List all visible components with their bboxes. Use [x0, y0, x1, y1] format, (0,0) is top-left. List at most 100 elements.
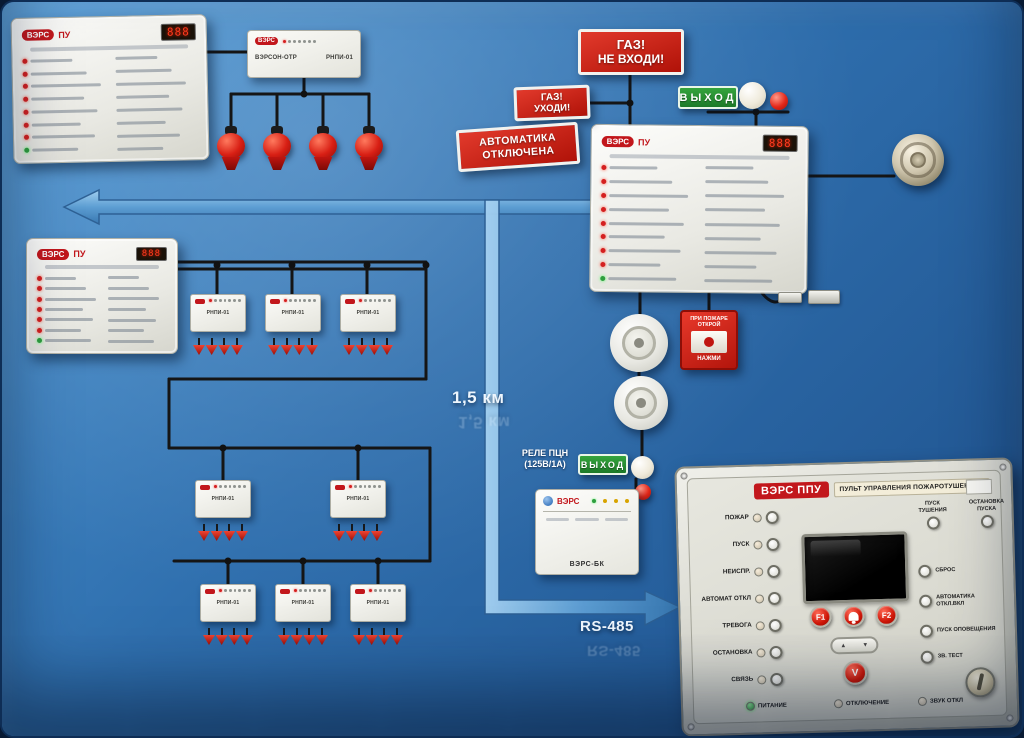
- rnpi-module: РНПИ-01: [190, 294, 246, 355]
- module-cap: [271, 126, 283, 135]
- f1-button: F1: [809, 605, 832, 629]
- label-bar: [704, 222, 781, 227]
- indicator-row: [22, 57, 103, 64]
- led-indicator: [378, 589, 382, 592]
- sprinkler-icon: [378, 628, 391, 645]
- indicator-row: [23, 108, 104, 115]
- console-header: ВЭРС ППУ ПУЛЬТ УПРАВЛЕНИЯ ПОЖАРОТУШЕНИЕМ: [753, 477, 991, 500]
- screw: [999, 463, 1007, 471]
- label-bar: [31, 134, 96, 139]
- led-indicator: [209, 299, 212, 302]
- label-bar: [608, 249, 681, 254]
- led-indicator: [214, 485, 217, 488]
- screw: [687, 723, 695, 731]
- indicator-label: ПИТАНИЕ: [757, 702, 787, 710]
- distance-label: 1,5 км: [452, 388, 505, 407]
- module-label: ВЭРСОН-ОТР РНПИ-01: [255, 55, 353, 61]
- sign-automation-off: АВТОМАТИКА ОТКЛЮЧЕНА: [455, 121, 581, 173]
- sprinkler-icon: [228, 628, 241, 645]
- led-indicator: [308, 589, 312, 592]
- label-bar: [115, 55, 158, 60]
- indicator-column: [37, 274, 96, 345]
- indicator-row: [601, 164, 693, 171]
- ppu-console: ВЭРС ППУ ПУЛЬТ УПРАВЛЕНИЯ ПОЖАРОТУШЕНИЕМ…: [674, 457, 1020, 736]
- sprinkler-head: [230, 345, 243, 355]
- indicator-link: СВЯЗЬ: [699, 672, 784, 688]
- fire-suppression-module: [262, 126, 292, 172]
- sprinkler-stem: [223, 338, 226, 345]
- round-button: [920, 650, 934, 664]
- led-indicator: [223, 589, 227, 592]
- round-button: [765, 510, 779, 525]
- led-indicator: [378, 485, 382, 488]
- indicator-row: [115, 55, 196, 60]
- indicator-row: [601, 178, 693, 185]
- led-indicator: [754, 594, 765, 604]
- sprinkler-icon: [205, 338, 218, 355]
- sprinkler-row: [275, 628, 331, 645]
- led-indicator: [37, 286, 42, 292]
- key-switch: [965, 666, 996, 698]
- module-nozzle: [267, 157, 287, 170]
- rnpi-label: РНПИ-01: [291, 600, 315, 606]
- call-point-plate: [691, 331, 727, 353]
- sprinkler-icon: [358, 524, 371, 541]
- indicator-row: [24, 146, 105, 153]
- rnpi-module: РНПИ-01: [265, 294, 321, 355]
- indicator-row: [37, 306, 96, 312]
- vers-logo: ВЭРС: [21, 29, 55, 41]
- led-indicator: [37, 276, 42, 281]
- led-indicator: [313, 299, 317, 302]
- button-label: АВТОМАТИКА ОТКЛ.ВКЛ: [935, 593, 975, 608]
- module-name: ВЭРСОН-ОТР: [255, 55, 297, 61]
- led-indicator: [308, 299, 312, 302]
- rnpi-label: РНПИ-01: [216, 600, 240, 606]
- launch-controls: ПУСК ТУШЕНИЯ ОСТАНОВКА ПУСКА: [910, 498, 1009, 531]
- indicator-power: ПИТАНИЕ: [745, 701, 787, 711]
- vers-logo: ВЭРС: [37, 248, 70, 260]
- rnpi-led-strip: [349, 485, 382, 488]
- led-indicator: [600, 220, 606, 226]
- sprinkler-head: [358, 531, 371, 541]
- led-indicator: [363, 485, 367, 488]
- led-indicator: [353, 485, 357, 488]
- sprinkler-stem: [285, 338, 288, 345]
- sprinkler-head: [368, 345, 381, 355]
- led-indicator: [388, 299, 392, 302]
- call-point-text: ПРИ ПОЖАРЕ: [690, 316, 728, 322]
- sprinkler-icon: [210, 524, 223, 541]
- led-indicator: [378, 299, 382, 302]
- indicator-label: НЕИСПР.: [722, 567, 751, 576]
- indicator-row: [22, 83, 104, 90]
- text-column: [115, 53, 198, 153]
- rnpi-label: РНПИ-01: [346, 496, 370, 502]
- sprinkler-stem: [363, 524, 366, 531]
- sprinkler-head: [333, 531, 345, 541]
- indicator-row: [108, 339, 167, 343]
- label-bar: [609, 193, 689, 198]
- screw: [1006, 714, 1014, 722]
- indicator-row: [705, 166, 797, 170]
- led-indicator: [297, 39, 301, 43]
- indicator-disable: ОТКЛЮЧЕНИЕ: [833, 698, 889, 709]
- sprinkler-stem: [203, 524, 205, 531]
- led-indicator: [243, 485, 247, 488]
- button-label: СБРОС: [935, 567, 956, 574]
- alarm-lamp: [770, 92, 788, 110]
- label-bar: [115, 68, 172, 73]
- module-body: [217, 133, 245, 159]
- sprinkler-stem: [233, 628, 236, 635]
- panel-body: [600, 163, 797, 285]
- module-cap: [317, 126, 329, 135]
- rnpi-box: РНПИ-01: [265, 294, 321, 332]
- led-indicator: [368, 299, 372, 302]
- label-bar: [45, 307, 84, 311]
- sprinkler-head: [303, 635, 316, 645]
- indicator-row: [108, 297, 167, 301]
- led-indicator: [833, 699, 844, 709]
- sign-gas-leave: ГАЗ! УХОДИ!: [513, 84, 591, 122]
- rnpi-label: РНПИ-01: [366, 600, 390, 606]
- sprinkler-icon: [290, 628, 303, 645]
- indicator-row: [704, 222, 797, 227]
- label-bar: [608, 235, 665, 240]
